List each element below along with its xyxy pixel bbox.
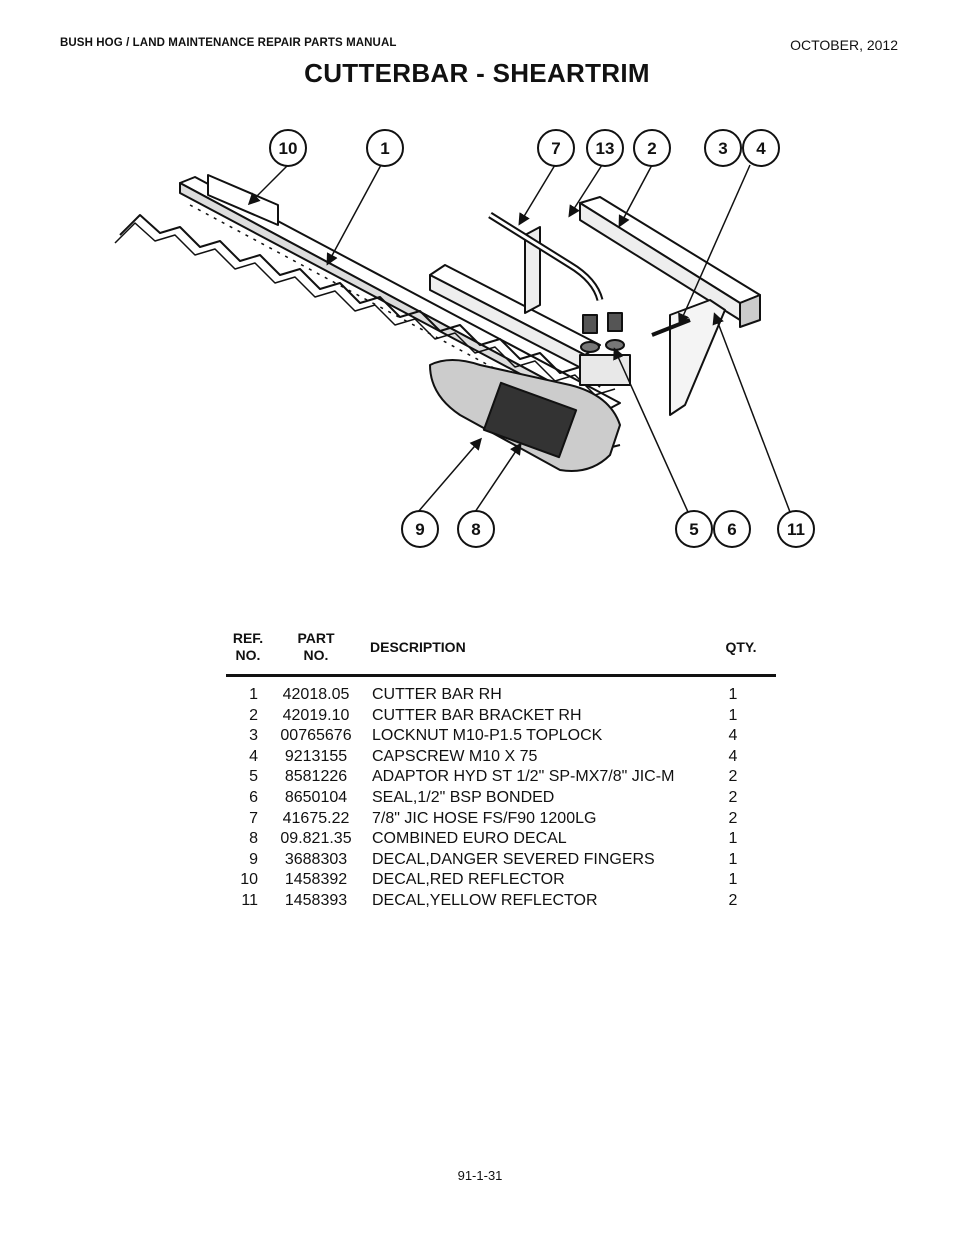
- callout-9: 9: [415, 520, 424, 539]
- description-cell: DECAL,RED REFLECTOR: [372, 871, 565, 889]
- qty-cell: 1: [728, 706, 738, 724]
- ref-cell: 1: [249, 686, 258, 703]
- table-row: 3 00765676 LOCKNUT M10-P1.5 TOPLOCK 4: [226, 726, 776, 747]
- qty-cell: 2: [728, 809, 738, 827]
- bonded-seal: [580, 341, 600, 353]
- ref-cell: 10: [240, 871, 258, 889]
- callout-13: 13: [596, 139, 615, 158]
- table-header-row: REF. NO. PART NO. DESCRIPTION QTY.: [226, 628, 776, 677]
- callout-10-circle: [269, 129, 307, 167]
- callout-11-circle: [777, 510, 815, 548]
- description-cell: SEAL,1/2" BSP BONDED: [372, 788, 555, 806]
- callout-2: 2: [647, 139, 656, 158]
- callout-8-circle: [457, 510, 495, 548]
- qty-cell: 1: [728, 830, 738, 848]
- callout-3: 3: [718, 139, 727, 158]
- qty-cell: 1: [728, 871, 738, 889]
- table-row: 8 09.821.35 COMBINED EURO DECAL 1: [226, 829, 776, 850]
- part-no-cell: 42018.05: [282, 686, 350, 703]
- hub-block: [579, 354, 631, 386]
- side-bar: [669, 299, 726, 416]
- ref-cell: 5: [249, 768, 258, 786]
- ref-no-header: REF. NO.: [226, 628, 270, 677]
- callout-7-circle: [537, 129, 575, 167]
- manual-title: BUSH HOG / LAND MAINTENANCE REPAIR PARTS…: [60, 37, 397, 49]
- qty-cell: 4: [728, 727, 738, 745]
- table-row: 9 3688303 DECAL,DANGER SEVERED FINGERS 1: [226, 850, 776, 871]
- ref-cell: 6: [249, 788, 258, 806]
- manual-date: OCTOBER, 2012: [790, 37, 898, 53]
- adaptor-fitting: [582, 314, 598, 334]
- description-cell: DECAL,DANGER SEVERED FINGERS: [372, 850, 655, 868]
- table-row: 5 8581226 ADAPTOR HYD ST 1/2" SP-MX7/8" JI…: [226, 767, 776, 788]
- description-cell: CAPSCREW M10 X 75: [372, 747, 538, 765]
- part-no-cell: 8650104: [284, 788, 348, 806]
- description-cell: CUTTER BAR BRACKET RH: [372, 706, 582, 724]
- callout-5-circle: [675, 510, 713, 548]
- table-row: 11 1458393 DECAL,YELLOW REFLECTOR 2: [226, 891, 776, 912]
- ref-cell: 9: [249, 850, 258, 868]
- description-cell: COMBINED EURO DECAL: [372, 830, 567, 848]
- callout-6: 6: [727, 520, 736, 539]
- callout-4: 4: [756, 139, 766, 158]
- callout-3-circle: [704, 129, 742, 167]
- page-title: CUTTERBAR - SHEARTRIM: [304, 58, 650, 88]
- part-no-cell: 09.821.35: [280, 830, 352, 848]
- table-row: 7 41675.22 7/8" JIC HOSE FS/F90 1200LG 2: [226, 809, 776, 830]
- description-cell: 7/8" JIC HOSE FS/F90 1200LG: [372, 809, 597, 827]
- table-row: 4 9213155 CAPSCREW M10 X 75 4: [226, 747, 776, 768]
- qty-header: QTY.: [706, 628, 776, 677]
- part-no-cell: 1458392: [284, 871, 348, 889]
- parts-table: REF. NO. PART NO. DESCRIPTION QTY. 1 4201…: [226, 628, 776, 912]
- callout-5: 5: [689, 520, 698, 539]
- part-no-cell: 3688303: [284, 850, 348, 868]
- callout-6-circle: [713, 510, 751, 548]
- ref-cell: 8: [249, 830, 258, 848]
- qty-cell: 1: [728, 686, 738, 703]
- table-row: 6 8650104 SEAL,1/2" BSP BONDED 2: [226, 788, 776, 809]
- callout-11: 11: [787, 520, 805, 539]
- description-cell: LOCKNUT M10-P1.5 TOPLOCK: [372, 727, 603, 745]
- qty-cell: 2: [728, 891, 738, 909]
- qty-cell: 4: [728, 747, 738, 765]
- description-cell: CUTTER BAR RH: [372, 686, 502, 703]
- part-no-cell: 1458393: [284, 891, 348, 909]
- callout-2-circle: [633, 129, 671, 167]
- ref-cell: 7: [249, 809, 258, 827]
- rear-frame: [579, 196, 761, 304]
- callout-10: 10: [279, 139, 298, 158]
- exploded-parts-diagram: 10 1 7 13 2 3 4 9 8 5 6 11: [114, 129, 815, 548]
- table-row: 2 42019.10 CUTTER BAR BRACKET RH 1: [226, 706, 776, 727]
- callout-1: 1: [380, 139, 389, 158]
- description-header: DESCRIPTION: [362, 628, 706, 677]
- table-row: 10 1458392 DECAL,RED REFLECTOR 1: [226, 870, 776, 891]
- callout-7: 7: [551, 139, 560, 158]
- ref-cell: 2: [249, 706, 258, 724]
- callout-13-circle: [586, 129, 624, 167]
- bracket-arm: [429, 264, 601, 356]
- qty-cell: 1: [728, 850, 738, 868]
- ref-cell: 4: [249, 747, 258, 765]
- part-no-header: PART NO.: [270, 628, 362, 677]
- callout-9-circle: [401, 510, 439, 548]
- parts-table-body: 1 42018.05 CUTTER BAR RH 1 2 42019.10 CUTTER B…: [226, 676, 776, 912]
- callout-1-circle: [366, 129, 404, 167]
- part-no-cell: 8581226: [284, 768, 348, 786]
- part-no-cell: 00765676: [280, 727, 352, 745]
- callout-4-circle: [742, 129, 780, 167]
- part-no-cell: 42019.10: [282, 706, 350, 724]
- description-cell: DECAL,YELLOW REFLECTOR: [372, 891, 598, 909]
- table-row: 1 42018.05 CUTTER BAR RH 1: [226, 676, 776, 706]
- qty-cell: 2: [728, 768, 738, 786]
- part-no-cell: 9213155: [284, 747, 348, 765]
- hydraulic-hose: [488, 212, 604, 302]
- page-number: 91-1-31: [457, 1168, 503, 1183]
- callout-8: 8: [471, 520, 480, 539]
- ref-cell: 11: [241, 891, 258, 909]
- qty-cell: 2: [728, 788, 738, 806]
- description-cell: ADAPTOR HYD ST 1/2" SP-MX7/8" JIC-M: [372, 768, 675, 786]
- part-no-cell: 41675.22: [282, 809, 350, 827]
- ref-cell: 3: [249, 727, 258, 745]
